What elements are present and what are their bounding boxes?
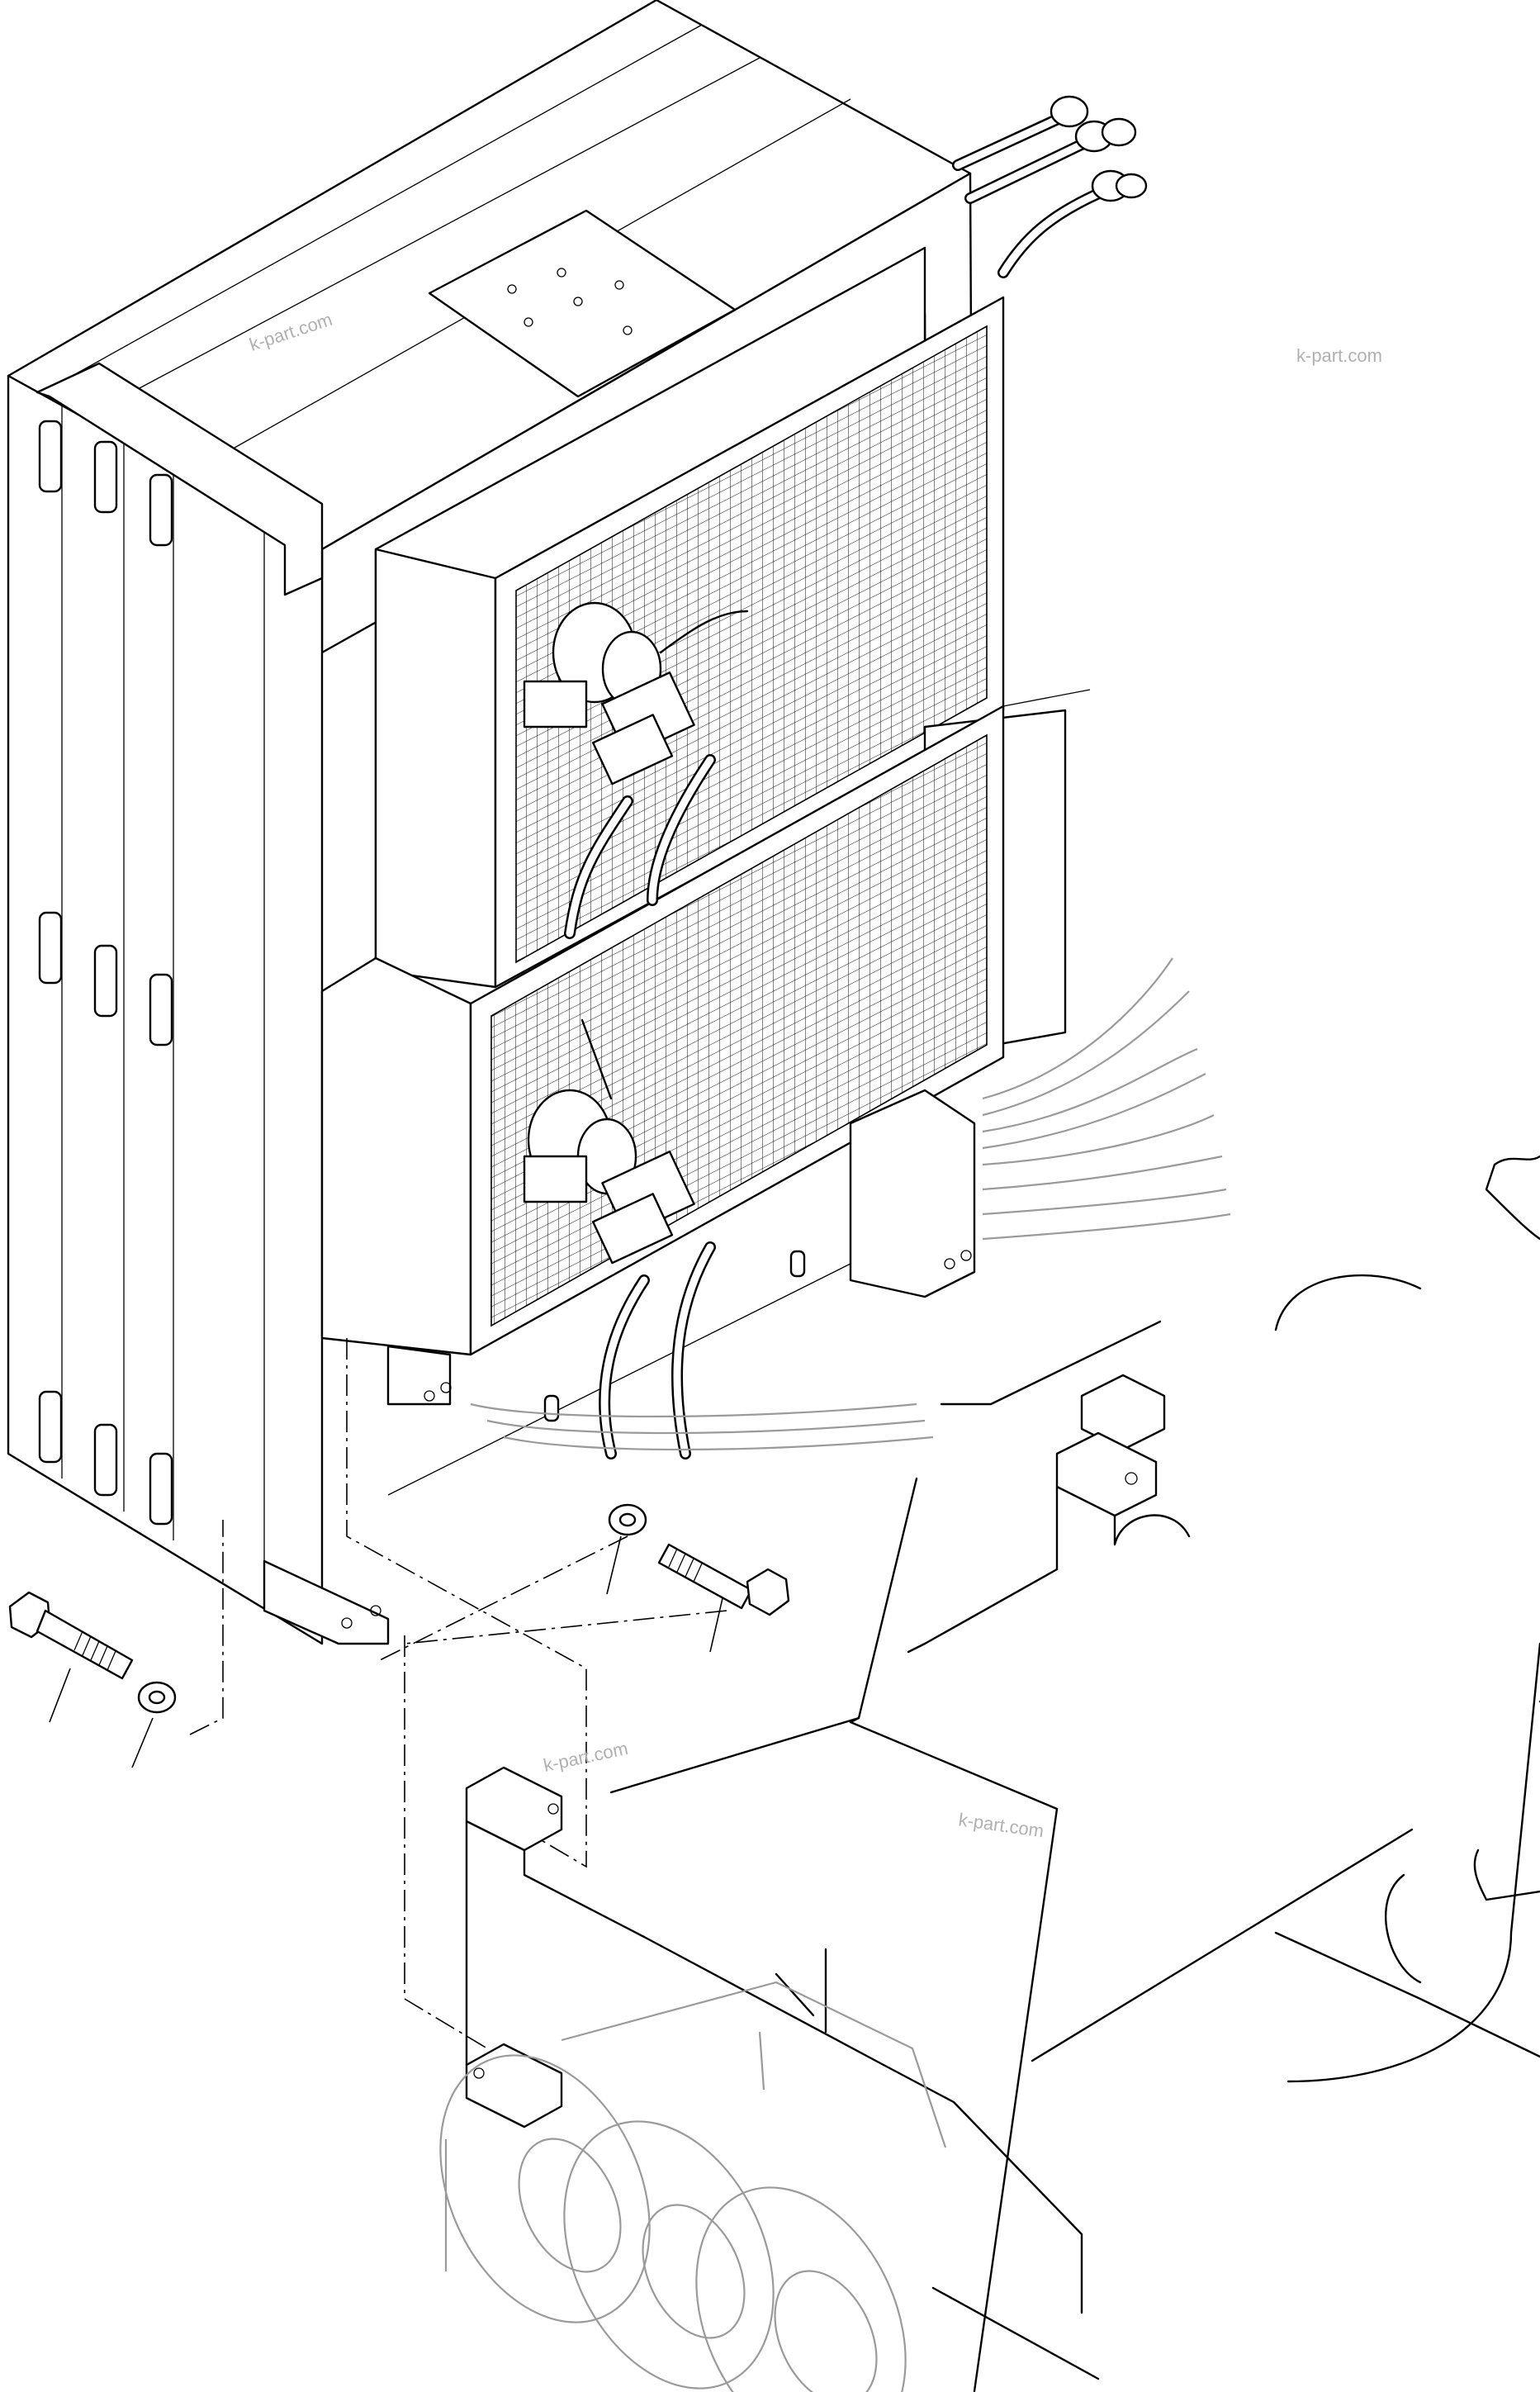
hoses: [470, 95, 1231, 1459]
watermark-4: k-part.com: [957, 1809, 1045, 1841]
top-plate: [428, 209, 737, 398]
mount-bracket-upper: [1055, 1374, 1191, 1571]
washer-right: [608, 1503, 647, 1536]
hinges: [38, 420, 173, 1526]
bolt-left: [8, 1591, 134, 1680]
washer-left: [137, 1681, 177, 1714]
mount-bracket-lower: [465, 1766, 646, 2129]
watermark-2: k-part.com: [1296, 345, 1382, 366]
alignment-lines: [189, 1338, 727, 2049]
chassis-outline: [609, 1155, 1540, 2392]
loader-arm-ghost: [439, 1981, 947, 2392]
leader-lines: [49, 1535, 723, 1768]
bolt-right: [657, 1543, 790, 1616]
lower-fan-assembly: [320, 689, 1091, 1496]
